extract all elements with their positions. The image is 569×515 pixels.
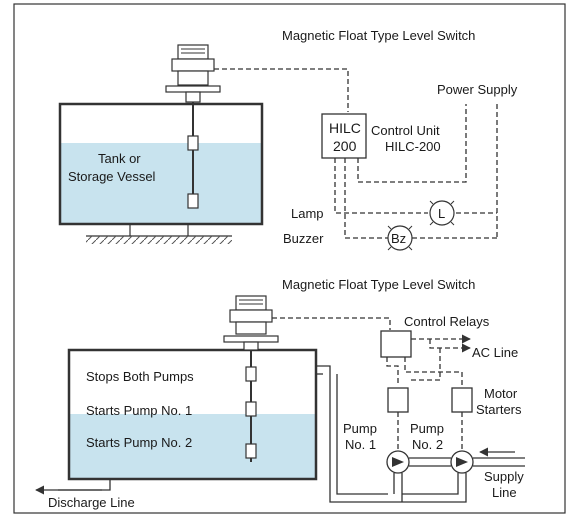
pump-2	[450, 450, 474, 474]
hilc-200-box	[321, 113, 367, 159]
top-tank-liquid	[60, 143, 262, 223]
lamp-label: Lamp	[291, 206, 324, 221]
tank-inlet-pipe-outer	[316, 365, 398, 503]
bottom-tank-liquid	[69, 414, 316, 478]
motor-starter-1	[387, 387, 409, 413]
motor-starters-label-2: Starters	[476, 402, 522, 417]
buzzer-symbol-text: Bz	[391, 231, 406, 246]
stops-both-label: Stops Both Pumps	[86, 369, 194, 384]
pump1-label-1: Pump	[343, 421, 377, 436]
starts-pump2-label: Starts Pump No. 2	[86, 435, 192, 450]
pump1-outlet-pipe	[393, 473, 403, 502]
bottom-switch-signal-wire	[272, 317, 391, 330]
ac-line-label: AC Line	[472, 345, 518, 360]
top-tank-label-2: Storage Vessel	[68, 169, 156, 184]
bottom-float-1	[245, 366, 257, 382]
buzzer-label: Buzzer	[283, 231, 324, 246]
top-title: Magnetic Float Type Level Switch	[282, 28, 475, 43]
power-supply-wire-a	[357, 104, 467, 183]
outer-frame	[13, 3, 566, 514]
relay-to-starter1	[386, 357, 399, 386]
top-tank-label-1: Tank or	[98, 151, 141, 166]
top-float-lower	[187, 193, 199, 209]
hilc-box-line1: HILC	[329, 120, 361, 136]
control-relays-box	[380, 330, 412, 358]
discharge-pipe	[58, 479, 111, 491]
supply-line-label-1: Supply	[484, 469, 524, 484]
pump-interconnect-pipe	[409, 457, 451, 467]
power-supply-label: Power Supply	[437, 82, 518, 97]
bottom-tank-walls	[67, 348, 318, 481]
lamp-symbol: L	[429, 200, 455, 226]
discharge-line-label: Discharge Line	[48, 495, 135, 510]
starts-pump1-label: Starts Pump No. 1	[86, 403, 192, 418]
buzzer-symbol: Bz	[387, 225, 413, 251]
top-switch-head	[165, 44, 221, 103]
pump1-label-2: No. 1	[345, 437, 376, 452]
motor-starter-2	[451, 387, 473, 413]
supply-line-label-2: Line	[492, 485, 517, 500]
tank-inlet-pipe-inner-2	[336, 374, 388, 495]
pump2-label-2: No. 2	[412, 437, 443, 452]
motor-starters-label-1: Motor	[484, 386, 518, 401]
top-switch-signal-wire	[214, 68, 349, 112]
control-unit-label-2: HILC-200	[385, 139, 441, 154]
relay-power-return	[410, 348, 441, 381]
top-ground-hatch	[86, 236, 232, 244]
control-relays-label: Control Relays	[404, 314, 490, 329]
hilc-box-line2: 200	[333, 138, 357, 154]
supply-pipe	[473, 457, 525, 467]
lamp-symbol-text: L	[438, 206, 445, 221]
bottom-float-3	[245, 443, 257, 459]
lamp-wire	[334, 158, 428, 214]
bottom-float-2	[245, 401, 257, 417]
pump2-outlet-pipe	[398, 473, 467, 503]
control-unit-label-1: Control Unit	[371, 123, 440, 138]
bottom-title: Magnetic Float Type Level Switch	[282, 277, 475, 292]
top-tank-walls	[58, 102, 264, 226]
relay-to-starter2	[404, 357, 463, 386]
ac-line-wire-2	[429, 339, 471, 353]
pump-1	[386, 450, 410, 474]
buzzer-wire	[344, 158, 388, 239]
top-float-upper	[187, 135, 199, 151]
pump2-label-1: Pump	[410, 421, 444, 436]
bottom-switch-head	[223, 295, 279, 351]
